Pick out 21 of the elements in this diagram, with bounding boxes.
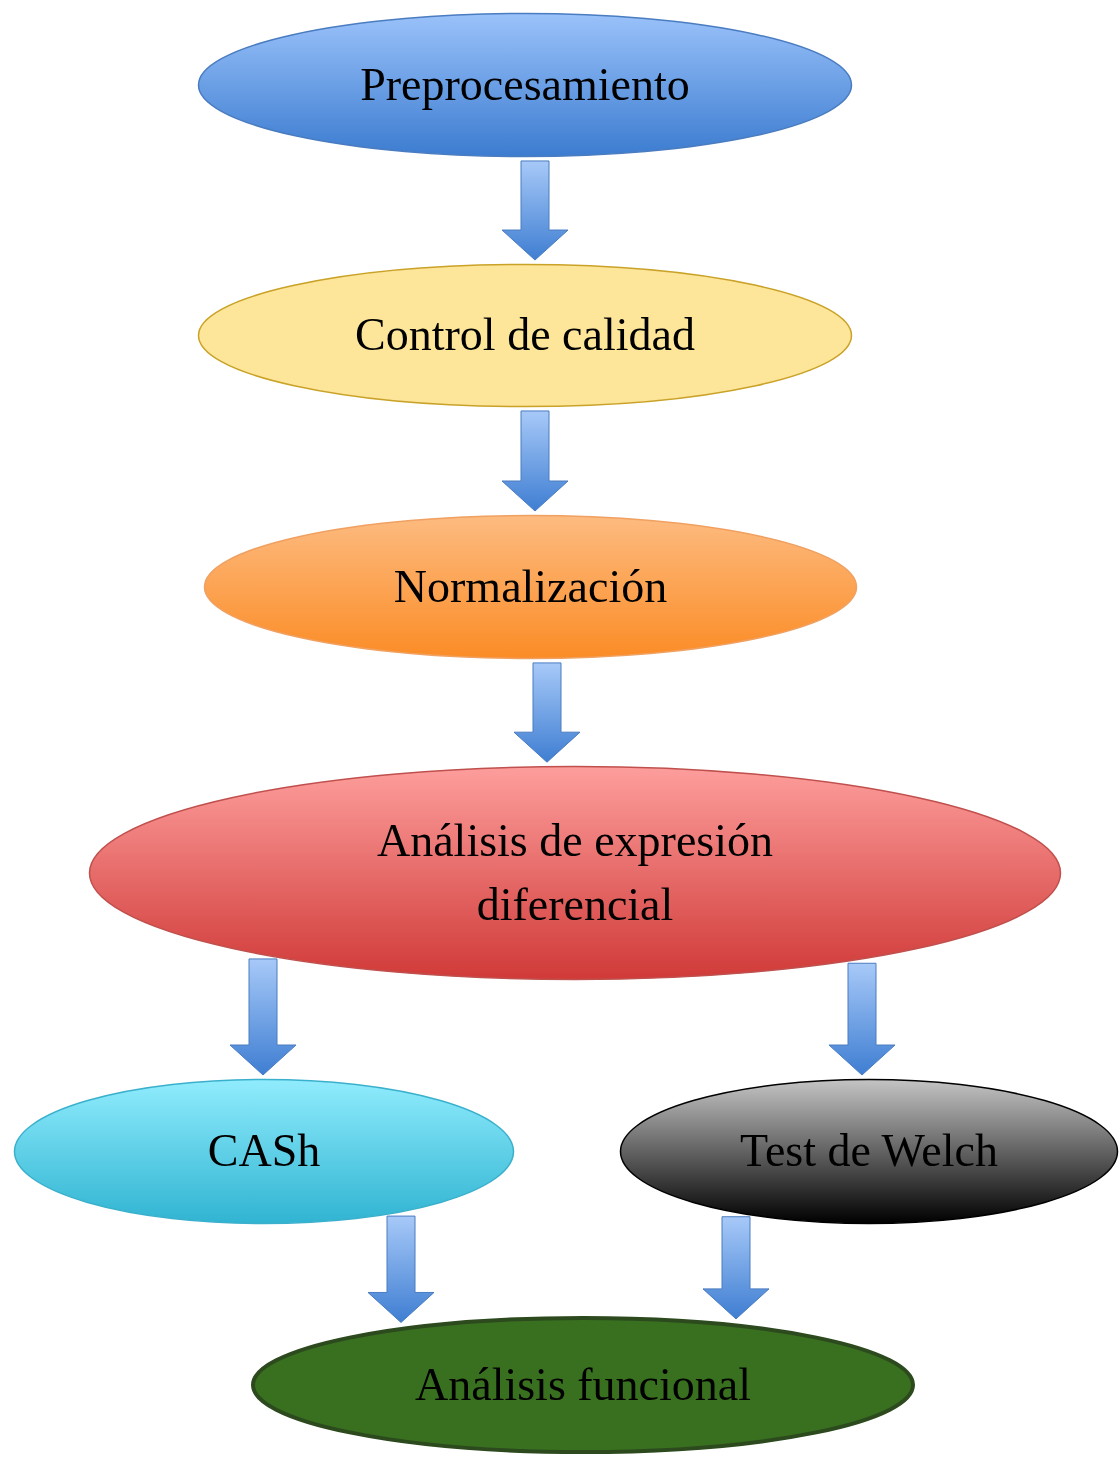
- block-arrow: [513, 662, 581, 763]
- node-label: Test de Welch: [740, 1124, 998, 1179]
- process-ellipse: [197, 12, 853, 158]
- block-arrow: [501, 410, 569, 512]
- node-label: Normalización: [393, 559, 668, 614]
- process-ellipse: [88, 765, 1062, 981]
- node-label: Preprocesamiento: [360, 57, 690, 112]
- process-ellipse: [249, 1314, 917, 1456]
- node-label: Análisis de expresión diferencial: [376, 813, 774, 932]
- block-arrow: [828, 962, 896, 1076]
- node-label: CASh: [207, 1124, 321, 1179]
- block-arrow: [367, 1215, 435, 1323]
- node-label: Análisis funcional: [415, 1357, 751, 1412]
- node-label: Control de calidad: [355, 308, 695, 363]
- process-ellipse: [197, 263, 853, 408]
- process-ellipse: [13, 1078, 515, 1225]
- process-ellipse: [619, 1078, 1119, 1225]
- block-arrow: [702, 1216, 770, 1320]
- block-arrow: [229, 958, 297, 1076]
- block-arrow: [501, 160, 569, 261]
- process-ellipse: [203, 514, 858, 660]
